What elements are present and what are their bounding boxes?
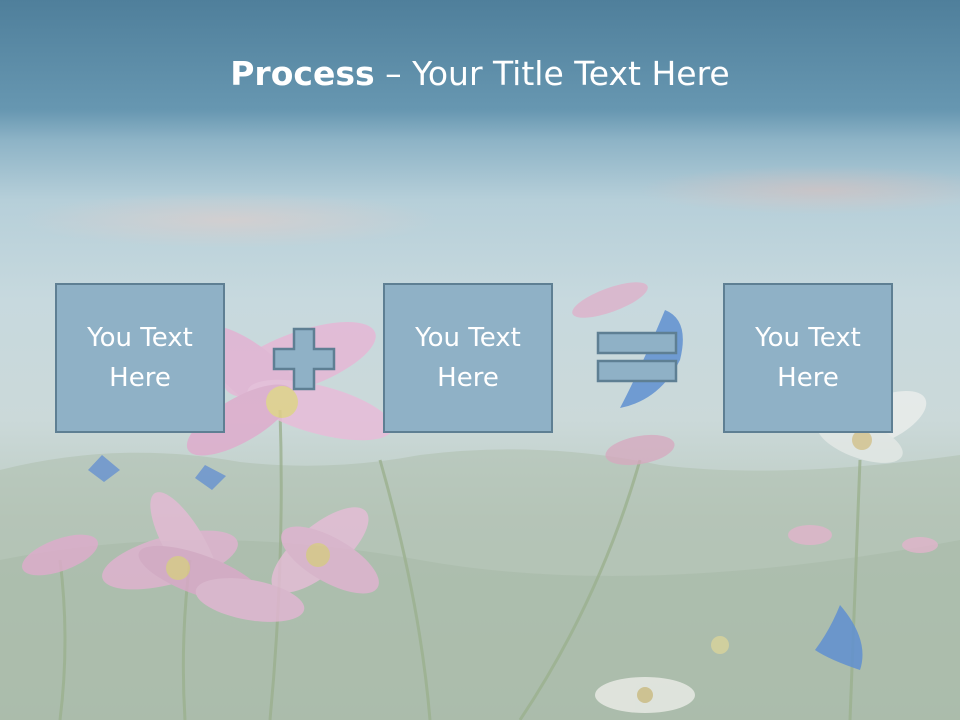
- process-box-2-text: You Text Here: [415, 323, 521, 393]
- plus-icon: [272, 327, 336, 391]
- title-bold-part: Process: [230, 54, 375, 93]
- process-box-3[interactable]: You Text Here: [723, 283, 893, 433]
- process-box-1-text: You Text Here: [87, 323, 193, 393]
- equals-icon: [596, 331, 678, 383]
- sky-glow: [0, 150, 960, 280]
- title-rest-part: – Your Title Text Here: [374, 54, 730, 93]
- title-band: Process – Your Title Text Here: [0, 0, 960, 150]
- process-box-3-text: You Text Here: [755, 323, 861, 393]
- process-box-1[interactable]: You Text Here: [55, 283, 225, 433]
- process-box-2[interactable]: You Text Here: [383, 283, 553, 433]
- slide-title[interactable]: Process – Your Title Text Here: [0, 52, 960, 96]
